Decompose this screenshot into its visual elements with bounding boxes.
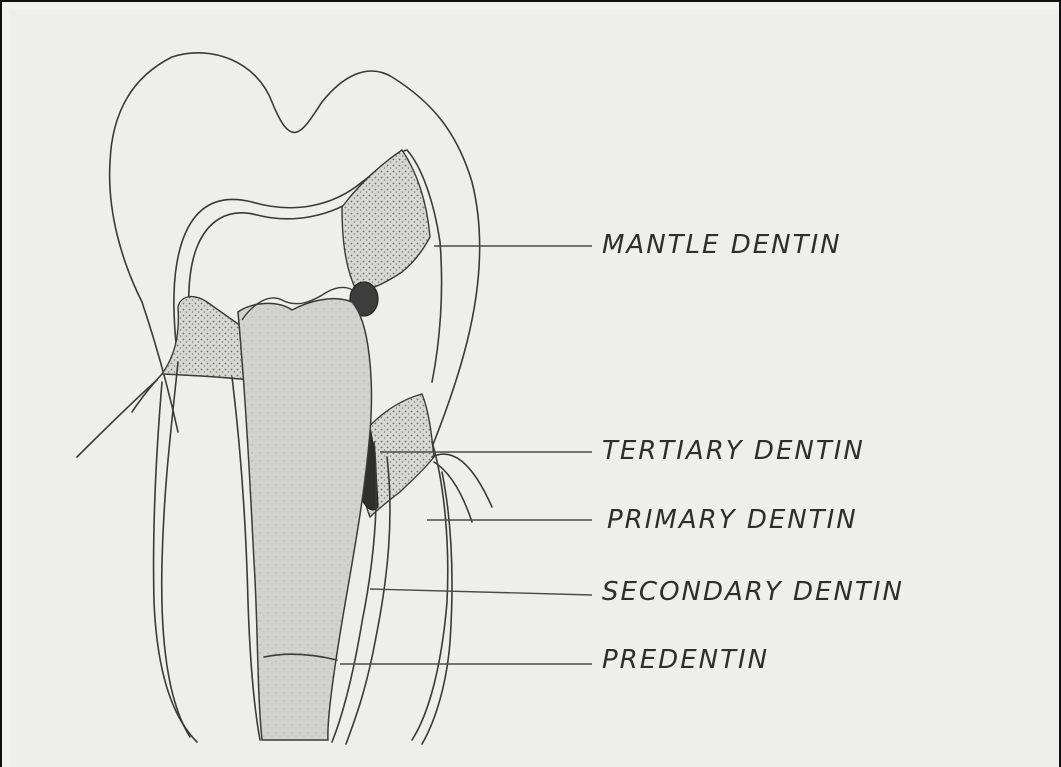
label-predentin: PREDENTIN (602, 645, 769, 675)
label-secondary-dentin: SECONDARY DENTIN (602, 577, 904, 607)
mantle-dentin-stipple (342, 150, 430, 292)
root-outer-left (162, 362, 190, 737)
gum-left (77, 380, 157, 457)
gum-left-2 (132, 374, 162, 412)
label-mantle-dentin: MANTLE DENTIN (602, 230, 842, 260)
root-inner-left (154, 382, 197, 742)
root-inner-right (422, 472, 452, 744)
leader-secondary (370, 589, 592, 595)
label-primary-dentin: PRIMARY DENTIN (607, 505, 858, 535)
label-tertiary-dentin: TERTIARY DENTIN (602, 436, 865, 466)
